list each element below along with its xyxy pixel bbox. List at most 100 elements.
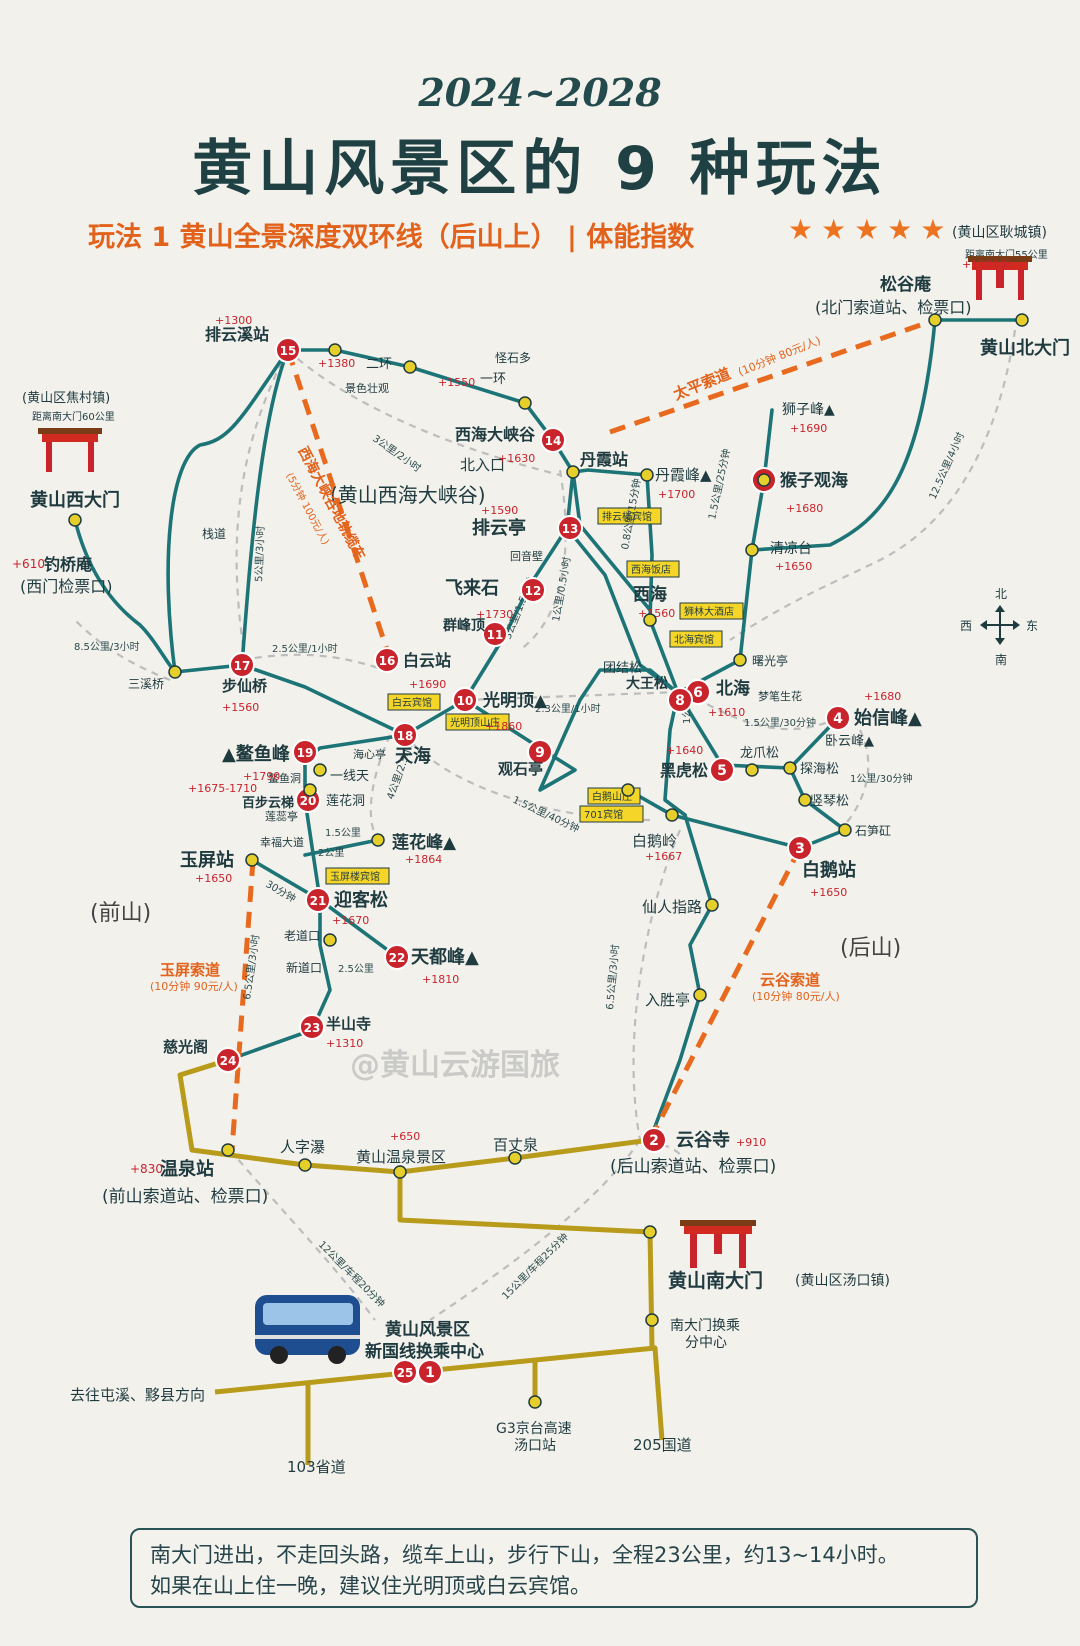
place-label-r103: 103省道 <box>287 1458 346 1476</box>
place-label-west_entry: 北入口 <box>460 456 505 474</box>
gate-icons <box>38 256 1032 1268</box>
place-label-songguan_sub: (北门索道站、检票口) <box>815 298 972 317</box>
distance-label: 1.5公里/40分钟 <box>511 793 582 835</box>
waypoint-dot <box>783 761 797 775</box>
station-number: 4 <box>833 711 843 727</box>
station-name: 半山寺 <box>326 1015 371 1033</box>
route-note: 南大门进出，不走回头路，缆车上山，步行下山，全程23公里，约13~14小时。 如… <box>130 1528 978 1608</box>
station-badge <box>392 722 418 748</box>
station-badge <box>667 687 693 713</box>
distance-label: 2.3公里/1小时 <box>535 703 601 715</box>
place-label-tanhai: 探海松 <box>800 762 839 777</box>
year-heading: 2024~2028 <box>418 70 662 115</box>
station-number: 1 <box>425 1365 435 1381</box>
station-badge <box>540 427 566 453</box>
place-label-tunxi: 去往屯溪、黟县方向 <box>70 1386 205 1404</box>
place-label-yuping: 玉屏索道 <box>160 961 220 979</box>
place-label-jiaocun: (黄山区焦村镇) <box>22 391 110 406</box>
distance-label: 30分钟 <box>264 877 299 905</box>
place-label-r205: 205国道 <box>633 1436 692 1454</box>
hotel-name: 701宾馆 <box>584 808 623 821</box>
hotel-name: 白云宾馆 <box>392 696 432 709</box>
station-badge <box>520 577 546 603</box>
hotel-tag <box>445 713 510 731</box>
place-label-hs_wenquan: 黄山温泉景区 <box>356 1148 446 1166</box>
station-name: 飞来石 <box>445 578 499 599</box>
place-label-qingliangtai: 清凉台 <box>770 541 812 557</box>
waypoint-dot <box>745 763 759 777</box>
hotel-name: 排云楼宾馆 <box>602 510 652 523</box>
station-number: 17 <box>234 659 251 673</box>
station-altitude: +1590 <box>481 504 518 517</box>
station-badge <box>527 739 553 765</box>
station-name: 百步云梯 <box>242 795 294 811</box>
waypoint-dot <box>508 1151 522 1165</box>
watermark: @黄山云游国旅 <box>350 1048 560 1083</box>
place-label-taiping_sub: (10分钟 80元/人) <box>736 333 823 379</box>
station-badge <box>305 887 331 913</box>
waypoint-dot <box>221 1143 235 1157</box>
waypoint-dot <box>621 783 635 797</box>
place-label-lianhuafeng: 莲花峰▲ <box>392 832 457 853</box>
station-badge <box>825 705 851 731</box>
station-number: 2 <box>649 1133 659 1149</box>
place-label-menbisheng: 梦笔生花 <box>758 689 802 703</box>
station-number: 9 <box>535 745 545 761</box>
station-altitude: +1680 <box>786 502 823 515</box>
station-name: 步仙桥 <box>222 677 268 695</box>
place-label-xihaijiagu: (黄山西海大峡谷) <box>330 483 486 507</box>
station-name: 北海 <box>716 678 750 699</box>
map-labels: 松谷庵(北门索道站、检票口)黄山北大门+1100米(黄山区焦村镇)距离南大门60… <box>12 258 1070 1476</box>
place-label-north_alt: +1100米 <box>962 258 1010 271</box>
page-title: 黄山风景区的 9 种玩法 <box>192 134 888 204</box>
waypoint-dot <box>745 543 759 557</box>
station-altitude: +1790 <box>243 770 280 783</box>
station-number: 13 <box>562 522 579 536</box>
place-label-songguan: 松谷庵 <box>880 274 931 295</box>
place-label-west_gate: 黄山西大门 <box>30 489 120 511</box>
place-label-diaoqiao: 钓桥庵 <box>44 555 93 574</box>
distance-label: 5公里/3小时 <box>253 526 267 582</box>
station-altitude: +1860 <box>485 720 522 733</box>
compass-north: 北 <box>995 587 1007 601</box>
station-name: 大王松 <box>626 675 668 692</box>
place-label-qingliangtai_alt: +1650 <box>775 560 812 573</box>
hotel-name: 西海饭店 <box>631 563 671 576</box>
place-label-south_hub: 南大门换乘 <box>670 1317 740 1334</box>
place-label-tuanjie: 团结松 <box>603 661 642 676</box>
gengcheng-label: (黄山区耿城镇) <box>952 225 1047 241</box>
hotel-tag <box>669 630 723 648</box>
station-badge <box>384 944 410 970</box>
place-label-wenquan_alt: +830 <box>130 1162 163 1176</box>
waypoint-dot <box>168 665 182 679</box>
station-badge <box>787 835 813 861</box>
hotel-tag <box>387 693 441 711</box>
compass-west: 西 <box>960 619 972 633</box>
cableways <box>229 317 936 1151</box>
station-name: 白鹅站 <box>802 859 856 881</box>
waypoint-dot <box>645 1313 659 1327</box>
station-name: 白云站 <box>403 651 451 670</box>
station-number: 11 <box>487 628 504 642</box>
station-name: 猴子观海 <box>780 470 848 491</box>
station-number: 8 <box>675 693 685 709</box>
distance-label: 6.5公里/3小时 <box>604 944 622 1010</box>
place-label-baizhang: 百丈泉 <box>493 1136 538 1154</box>
waypoint-dot <box>313 763 327 777</box>
station-name: 天都峰▲ <box>411 946 479 968</box>
waypoint-dot <box>323 933 337 947</box>
hotel-tag <box>626 560 680 578</box>
station-badge <box>229 652 255 678</box>
waypoint-dot <box>68 513 82 527</box>
place-label-yiseitian: 一线天 <box>330 769 369 784</box>
note-line-1: 南大门进出，不走回头路，缆车上山，步行下山，全程23公里，约13~14小时。 <box>150 1543 899 1567</box>
place-label-bai_e_ling_alt: +1667 <box>645 850 682 863</box>
station-altitude: +1670 <box>332 914 369 927</box>
compass-east: 东 <box>1026 619 1038 633</box>
station-number: 12 <box>525 584 542 598</box>
